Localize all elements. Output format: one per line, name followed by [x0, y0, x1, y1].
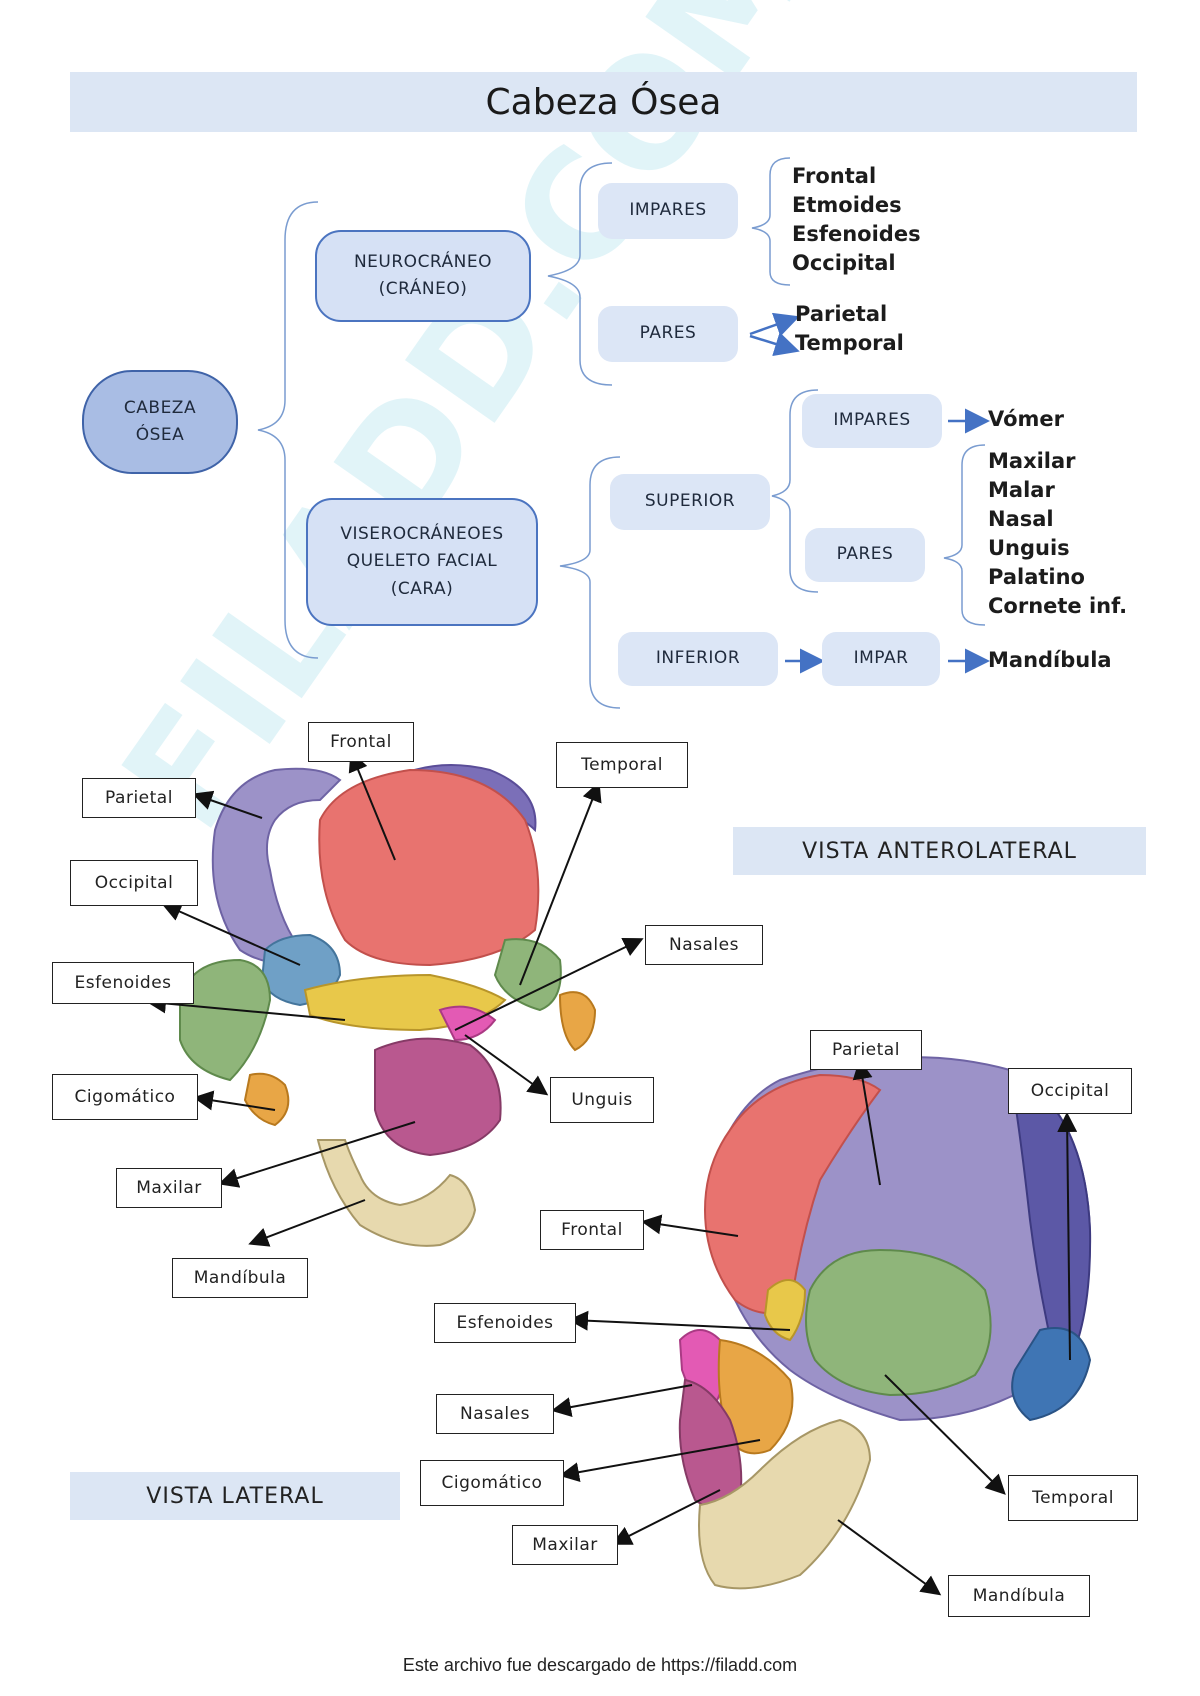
brace-impares-neuro: [751, 157, 791, 286]
footer-source: Este archivo fue descargado de https://f…: [402, 1655, 798, 1675]
view-lateral-label: VISTA LATERAL: [70, 1472, 400, 1520]
brace-neuro: [547, 162, 613, 386]
leaf-mandibula: Mandíbula: [988, 648, 1112, 672]
bone-parietal: Parietal: [795, 302, 888, 326]
label-cigomatico: Cigomático: [52, 1074, 198, 1120]
label-lateral-temporal: Temporal: [1008, 1475, 1138, 1521]
label-occipital: Occipital: [70, 860, 198, 906]
brace-visero: [559, 456, 621, 709]
label-lateral-maxilar: Maxilar: [512, 1525, 618, 1565]
node-superior-pares: PARES: [805, 528, 925, 582]
leaf-superior-pares-list: Maxilar Malar Nasal Unguis Palatino Corn…: [988, 447, 1127, 621]
brace-root: [257, 201, 319, 659]
leaf-vomer: Vómer: [988, 407, 1065, 431]
brace-superior: [771, 389, 819, 593]
node-viserocraneo: VISEROCRÁNEOES QUELETO FACIAL (CARA): [306, 498, 538, 626]
label-frontal: Frontal: [308, 722, 414, 762]
label-lateral-mandibula: Mandíbula: [948, 1575, 1090, 1617]
bone-frontal: Frontal: [792, 164, 877, 188]
node-inferior-impar: IMPAR: [822, 632, 940, 686]
label-lateral-nasales: Nasales: [436, 1394, 554, 1434]
label-nasales: Nasales: [645, 925, 763, 965]
label-maxilar: Maxilar: [116, 1168, 222, 1208]
label-lateral-occipital: Occipital: [1008, 1068, 1132, 1114]
label-lateral-frontal: Frontal: [540, 1210, 644, 1250]
label-lateral-parietal: Parietal: [810, 1030, 922, 1070]
bone-unguis: Unguis: [988, 536, 1070, 560]
label-lateral-cigomatico: Cigomático: [420, 1460, 564, 1506]
bone-cornete: Cornete inf.: [988, 594, 1128, 618]
bone-nasal: Nasal: [988, 507, 1054, 531]
label-unguis: Unguis: [550, 1077, 654, 1123]
bone-esfenoides: Esfenoides: [792, 222, 921, 246]
bone-etmoides: Etmoides: [792, 193, 902, 217]
bone-occipital: Occipital: [792, 251, 896, 275]
node-cabeza-osea: CABEZA ÓSEA: [82, 370, 238, 474]
label-parietal: Parietal: [82, 778, 196, 818]
bone-palatino: Palatino: [988, 565, 1085, 589]
leaf-neuro-impares-list: Frontal Etmoides Esfenoides Occipital: [792, 162, 921, 278]
label-mandibula: Mandíbula: [172, 1258, 308, 1298]
view-anterolateral-label: VISTA ANTEROLATERAL: [733, 827, 1146, 875]
bone-temporal: Temporal: [795, 331, 904, 355]
leaf-neuro-pares-list: Parietal Temporal: [795, 300, 904, 358]
node-superior-impares: IMPARES: [802, 394, 942, 448]
label-lateral-esfenoides: Esfenoides: [434, 1303, 576, 1343]
node-neuro-pares: PARES: [598, 306, 738, 362]
node-neuro-impares: IMPARES: [598, 183, 738, 239]
node-neurocraneo: NEUROCRÁNEO (CRÁNEO): [315, 230, 531, 322]
label-esfenoides: Esfenoides: [52, 962, 194, 1004]
label-temporal: Temporal: [556, 742, 688, 788]
skull-anterolateral-illustration: [179, 764, 597, 1247]
page-title: Cabeza Ósea: [70, 72, 1137, 132]
node-superior: SUPERIOR: [610, 474, 770, 530]
node-inferior: INFERIOR: [618, 632, 778, 686]
bone-maxilar: Maxilar: [988, 449, 1076, 473]
bone-malar: Malar: [988, 478, 1055, 502]
brace-pares-visero: [943, 444, 986, 626]
